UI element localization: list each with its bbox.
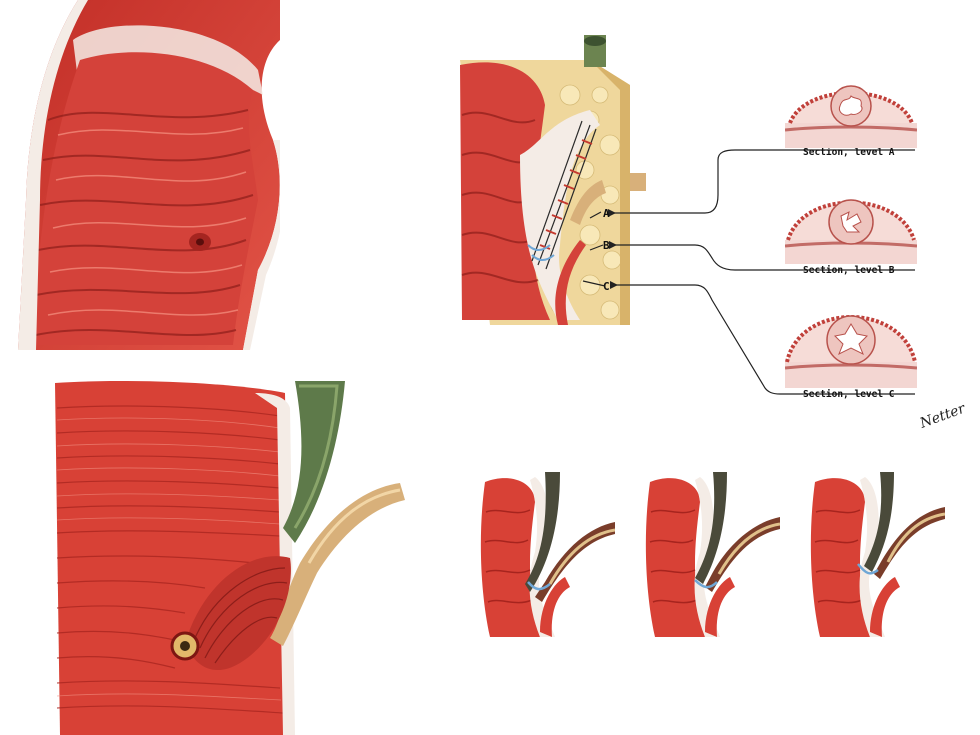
duct-variation-2 [645, 472, 780, 642]
duct-variation-1 [480, 472, 615, 642]
label-b: B [603, 239, 610, 252]
duct-block-diagram [450, 35, 650, 325]
cross-section-a [785, 68, 917, 148]
section-level-a-label: Section, level A [803, 147, 895, 158]
duodenal-wall-muscle-illustration [55, 378, 410, 735]
label-a: A [603, 207, 610, 220]
cross-section-c [785, 300, 917, 388]
label-c: C [603, 280, 610, 293]
cross-section-b [785, 182, 917, 264]
opened-duodenum-illustration [18, 0, 280, 350]
duct-variation-3 [810, 472, 945, 642]
section-level-b-label: Section, level B [803, 265, 895, 276]
section-level-c-label: Section, level C [803, 389, 895, 400]
signature: Netter [917, 400, 969, 432]
